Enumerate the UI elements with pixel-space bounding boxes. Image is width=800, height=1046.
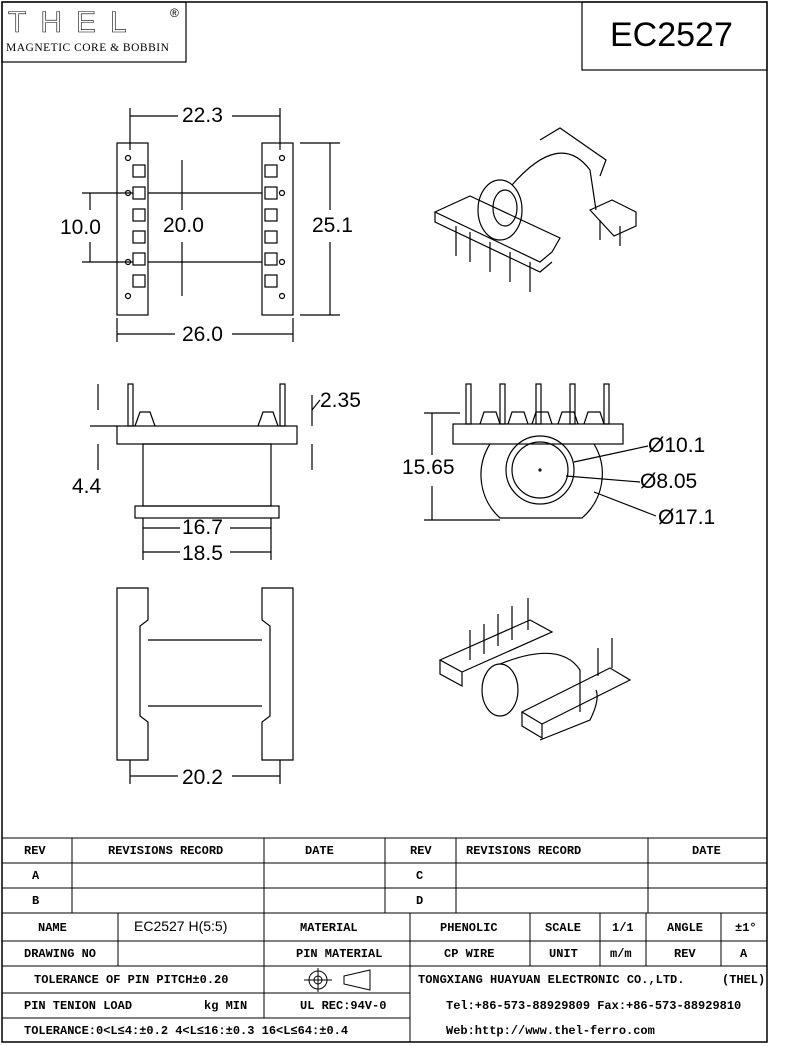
dim-winding-length: 16.7 [182, 516, 223, 539]
records-header-left: REVISIONS RECORD [108, 844, 224, 858]
logo-wordmark: THEL [8, 6, 141, 40]
dim-bottom-width: 20.2 [182, 766, 223, 789]
name-value: EC2527 H(5:5) [134, 918, 228, 934]
rev-c: C [416, 869, 424, 883]
scale-label: SCALE [545, 921, 582, 935]
rev-header-left: REV [24, 844, 46, 858]
material-value: PHENOLIC [440, 921, 498, 935]
pin-material-value: CP WIRE [444, 947, 495, 961]
dim-total-width: 26.0 [182, 323, 223, 346]
isometric-view-top [433, 127, 637, 292]
bottom-view [116, 587, 294, 784]
name-label: NAME [38, 921, 67, 935]
dim-bobbin-length: 18.5 [182, 542, 223, 565]
part-number: EC2527 [610, 16, 733, 54]
side-view [90, 383, 321, 560]
web-address: Web:http://www.thel-ferro.com [446, 1024, 655, 1038]
logo-box [1, 1, 187, 63]
material-label: MATERIAL [300, 921, 358, 935]
company-short: (THEL) [722, 973, 766, 987]
dim-pin-length: 4.4 [72, 475, 102, 498]
logo-subtitle: MAGNETIC CORE & BOBBIN [6, 42, 170, 54]
date-header-right: DATE [692, 844, 721, 858]
rev-label: REV [674, 947, 696, 961]
front-view [424, 383, 657, 521]
drawing-no-label: DRAWING NO [24, 947, 97, 961]
date-header-left: DATE [305, 844, 334, 858]
rev-b: B [32, 894, 40, 908]
ul-rating: UL REC:94V-0 [300, 999, 387, 1013]
records-header-right: REVISIONS RECORD [466, 844, 582, 858]
dim-flange-thickness: 2.35 [320, 389, 361, 412]
unit-value: m/m [610, 947, 632, 961]
top-view [82, 108, 340, 342]
dim-diameter-flange: Ø17.1 [658, 506, 716, 529]
contact-info: Tel:+86-573-88929809 Fax:+86-573-8892981… [446, 999, 742, 1013]
unit-label: UNIT [549, 947, 578, 961]
dim-diameter-inner: Ø8.05 [640, 470, 698, 493]
angle-label: ANGLE [667, 921, 704, 935]
dim-base-height: 15.65 [402, 456, 455, 479]
registered-mark: ® [170, 6, 179, 20]
pitch-tolerance: TOLERANCE OF PIN PITCH±0.20 [34, 973, 229, 987]
dim-inner-height: 20.0 [163, 214, 204, 237]
dim-pin-span: 10.0 [60, 216, 101, 239]
part-number-box [581, 1, 768, 71]
rev-header-right: REV [410, 844, 432, 858]
company-name: TONGXIANG HUAYUAN ELECTRONIC CO.,LTD. [418, 973, 685, 987]
rev-d: D [416, 894, 424, 908]
isometric-view-bottom [438, 598, 632, 741]
dim-diameter-outer: Ø10.1 [648, 434, 706, 457]
title-block-grid [2, 837, 767, 1042]
scale-value: 1/1 [612, 921, 634, 935]
pin-load-label: PIN TENION LOAD [24, 999, 133, 1013]
dim-total-height: 25.1 [312, 214, 353, 237]
pin-material-label: PIN MATERIAL [296, 947, 383, 961]
dim-top-width: 22.3 [182, 104, 223, 127]
tolerance-spec: TOLERANCE:0<L≤4:±0.2 4<L≤16:±0.3 16<L≤64… [24, 1024, 349, 1038]
rev-value: A [740, 947, 748, 961]
angle-value: ±1° [735, 921, 757, 935]
pin-load-unit: kg MIN [204, 999, 248, 1013]
rev-a: A [32, 869, 40, 883]
